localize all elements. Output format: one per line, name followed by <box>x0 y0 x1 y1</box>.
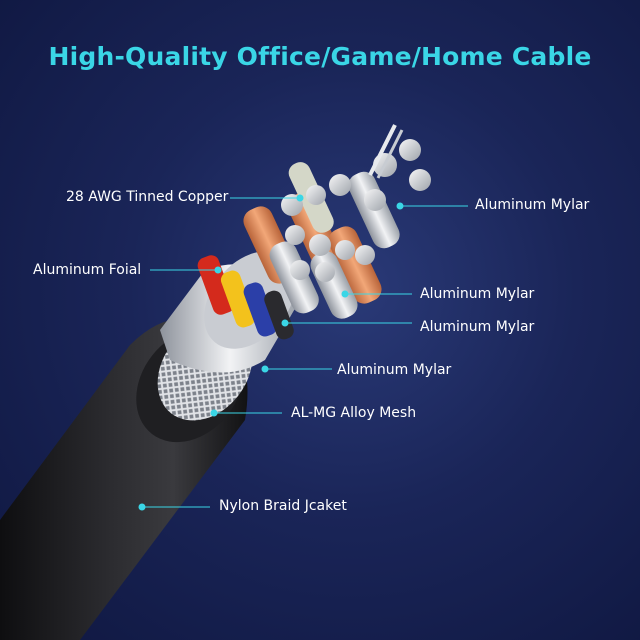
label-alloy-mesh: AL-MG Alloy Mesh <box>291 405 417 421</box>
tinned-copper-strands <box>281 124 431 282</box>
leader-lines <box>138 194 468 511</box>
page-title: High-Quality Office/Game/Home Cable <box>48 42 592 71</box>
label-aluminum-mylar-4: Aluminum Mylar <box>337 362 452 378</box>
label-nylon-jacket: Nylon Braid Jcaket <box>219 498 347 514</box>
label-tinned-copper: 28 AWG Tinned Copper <box>66 189 229 205</box>
label-aluminum-mylar-1: Aluminum Mylar <box>475 197 590 213</box>
label-aluminum-foial: Aluminum Foial <box>33 262 142 278</box>
label-aluminum-mylar-2: Aluminum Mylar <box>420 286 535 302</box>
label-aluminum-mylar-3: Aluminum Mylar <box>420 319 535 335</box>
twisted-pairs <box>243 162 400 319</box>
